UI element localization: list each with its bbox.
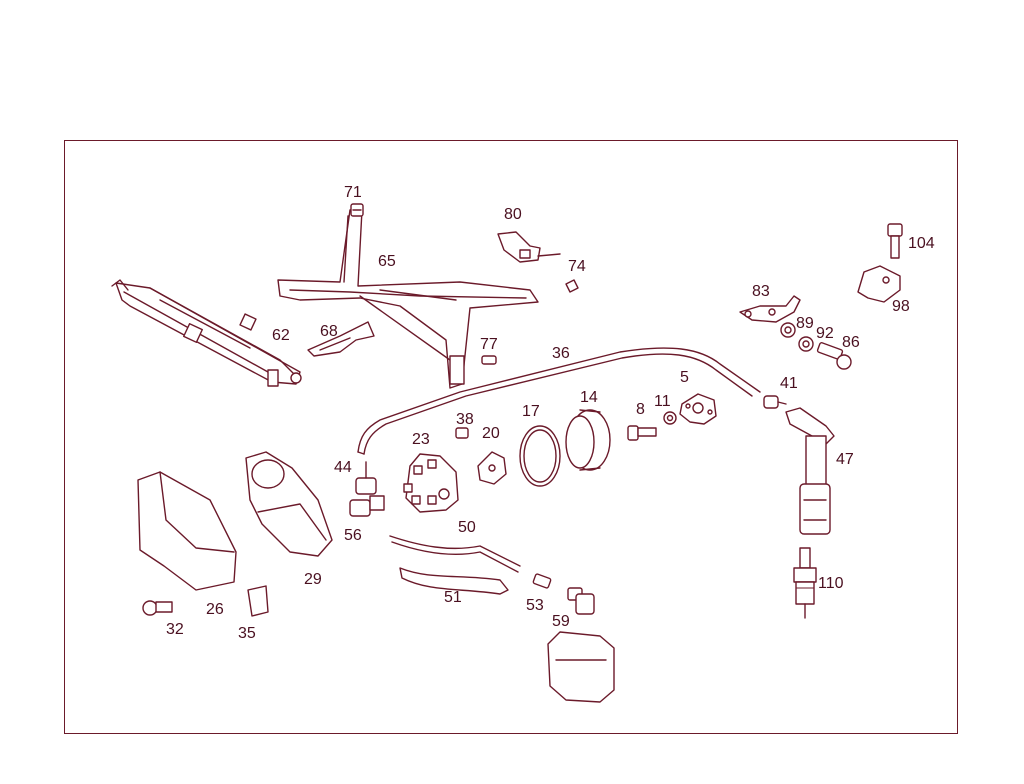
part-68-cover [307, 321, 375, 357]
label-26: 26 [206, 601, 224, 618]
label-80: 80 [504, 206, 522, 223]
part-53-fitting [532, 573, 552, 589]
part-77-small-clip [481, 355, 497, 365]
part-8-bolt [627, 425, 657, 441]
part-110-spark-plug [793, 547, 817, 619]
part-5-cap-plate [679, 393, 717, 425]
label-110: 110 [818, 575, 844, 592]
label-47: 47 [836, 451, 854, 468]
label-92: 92 [816, 325, 834, 342]
label-68: 68 [320, 323, 338, 340]
label-17: 17 [522, 403, 540, 420]
label-71: 71 [344, 184, 362, 201]
part-14-cap-cylinder [565, 409, 611, 471]
label-36: 36 [552, 345, 570, 362]
part-56-connector [349, 495, 385, 517]
part-35-clip [247, 585, 269, 617]
part-59-fitting [567, 587, 595, 615]
part-86-bolt [816, 342, 852, 370]
part-104-bolt [887, 223, 903, 259]
label-32: 32 [166, 621, 184, 638]
label-51: 51 [444, 589, 462, 606]
label-29: 29 [304, 571, 322, 588]
label-41: 41 [780, 375, 798, 392]
label-77: 77 [480, 336, 498, 353]
part-83-mount-bracket [739, 295, 801, 323]
label-11: 11 [654, 393, 671, 410]
part-38-small [455, 427, 469, 439]
label-83: 83 [752, 283, 770, 300]
part-17-o-ring [519, 425, 561, 487]
label-65: 65 [378, 253, 396, 270]
part-26-cover-box [137, 471, 237, 591]
label-38: 38 [456, 411, 474, 428]
label-20: 20 [482, 425, 500, 442]
label-59: 59 [552, 613, 570, 630]
part-92-washer [798, 336, 814, 352]
label-86: 86 [842, 334, 860, 351]
label-14: 14 [580, 389, 598, 406]
part-11-washer [663, 411, 677, 425]
part-89-washer [780, 322, 796, 338]
part-98-bracket [857, 265, 901, 303]
label-89: 89 [796, 315, 814, 332]
label-62: 62 [272, 327, 290, 344]
part-51-hose [399, 567, 509, 595]
label-50: 50 [458, 519, 476, 536]
label-5: 5 [680, 369, 689, 386]
part-32-bolt [142, 600, 173, 616]
label-74: 74 [568, 258, 586, 275]
label-44: 44 [334, 459, 352, 476]
part-65-wiring-channel [277, 209, 539, 389]
part-50-hose [389, 535, 521, 573]
label-23: 23 [412, 431, 430, 448]
part-80-connector [497, 231, 561, 263]
part-23-distributor-cap [403, 453, 459, 513]
part-74-small-clip [565, 279, 579, 293]
part-44-connector [355, 461, 377, 495]
part-62-harness-rail [111, 279, 302, 387]
part-47-plug-connector [785, 407, 835, 535]
label-56: 56 [344, 527, 362, 544]
label-8: 8 [636, 401, 645, 418]
label-53: 53 [526, 597, 544, 614]
part-71-clip [350, 203, 364, 217]
label-98: 98 [892, 298, 910, 315]
part-cover-unlabeled [547, 631, 615, 703]
diagram-frame [64, 140, 958, 734]
label-104: 104 [908, 235, 935, 252]
part-20-rotor [477, 451, 507, 485]
label-35: 35 [238, 625, 256, 642]
part-41-connector [763, 395, 787, 409]
part-36-ignition-lead [357, 347, 761, 455]
part-29-housing [245, 451, 333, 557]
